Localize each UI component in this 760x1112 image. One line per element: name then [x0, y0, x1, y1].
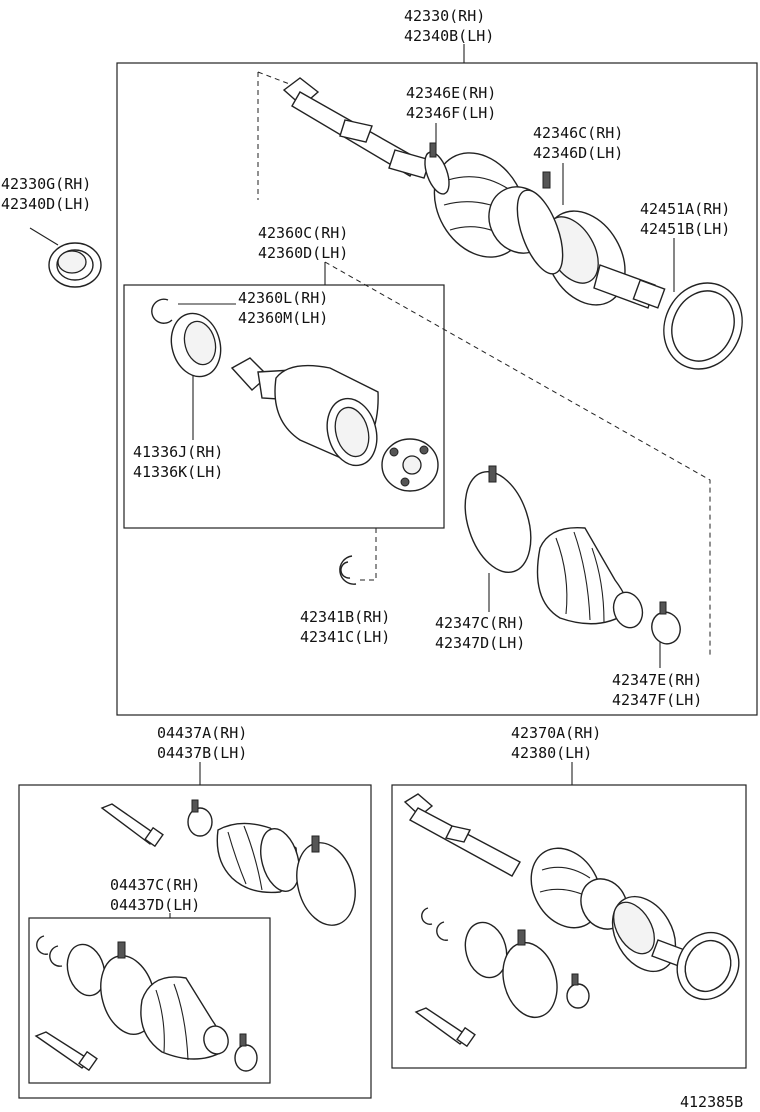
label-shaft-assy-rh: 42330(RH)	[404, 7, 485, 25]
drive-shaft-illustration	[282, 77, 666, 309]
outboard-boot-clamp-large-part	[296, 835, 356, 926]
label-dust-seal-lh: 42340D(LH)	[1, 195, 91, 213]
label-inboard-kit-lh: 04437D(LH)	[110, 896, 200, 914]
snap-ring-part	[151, 298, 173, 324]
label-boot-clamp-small-lh: 42346F(LH)	[406, 104, 496, 122]
label-snap-ring-lh: 42360M(LH)	[238, 309, 328, 327]
kit-snap-rings	[36, 935, 63, 967]
dash-retainer	[356, 528, 377, 581]
boot-clamp-small-part	[424, 142, 450, 195]
label-inboard-kit-rh: 04437C(RH)	[110, 876, 200, 894]
complete-shaft-part	[403, 793, 740, 1001]
grease-tube-upper	[100, 803, 164, 848]
label-deflector-lh: 42451B(LH)	[640, 220, 730, 238]
label-inboard-clamp-large-rh: 42347C(RH)	[435, 614, 525, 632]
main-assembly-frame	[116, 62, 758, 716]
label-dust-seal-rh: 42330G(RH)	[1, 175, 91, 193]
complete-shaft-small-parts	[414, 907, 590, 1048]
inboard-joint-housing-part	[230, 357, 379, 467]
retainer-part	[339, 555, 357, 585]
inboard-joint-frame	[123, 284, 445, 529]
dash-inboard-axis	[324, 261, 711, 655]
label-inboard-seal-rh: 41336J(RH)	[133, 443, 223, 461]
inboard-boot-part	[536, 526, 644, 629]
label-boot-clamp-small-rh: 42346E(RH)	[406, 84, 496, 102]
complete-shaft-frame	[391, 784, 747, 1069]
inboard-boot-clamp-small-part	[651, 601, 681, 645]
boot-clamp-large-part	[516, 171, 564, 275]
label-inboard-seal-lh: 41336K(LH)	[133, 463, 223, 481]
inboard-boot-clamp-large-part	[464, 465, 532, 574]
label-complete-shaft-lh: 42380(LH)	[511, 744, 592, 762]
label-inboard-clamp-large-lh: 42347D(LH)	[435, 634, 525, 652]
outboard-boot-part	[216, 822, 300, 894]
label-boot-clamp-large-rh: 42346C(RH)	[533, 124, 623, 142]
label-complete-shaft-rh: 42370A(RH)	[511, 724, 601, 742]
label-inboard-joint-lh: 42360D(LH)	[258, 244, 348, 262]
label-boot-kit-lh: 04437B(LH)	[157, 744, 247, 762]
outboard-boot-clamp-small-part	[187, 799, 213, 837]
leader-dust-seal	[29, 227, 59, 246]
label-retainer-rh: 42341B(RH)	[300, 608, 390, 626]
label-snap-ring-rh: 42360L(RH)	[238, 289, 328, 307]
inboard-seal-part	[170, 312, 222, 378]
label-inboard-joint-rh: 42360C(RH)	[258, 224, 348, 242]
label-boot-kit-rh: 04437A(RH)	[157, 724, 247, 742]
label-deflector-rh: 42451A(RH)	[640, 200, 730, 218]
diagram-id: 412385B	[680, 1093, 743, 1111]
kit-clamp-large-part	[66, 943, 106, 997]
label-inboard-clamp-small-rh: 42347E(RH)	[612, 671, 702, 689]
kit-inboard-boot-part	[140, 976, 229, 1061]
label-retainer-lh: 42341C(LH)	[300, 628, 390, 646]
tripod-spider-part	[381, 438, 439, 492]
label-inboard-clamp-small-lh: 42347F(LH)	[612, 691, 702, 709]
kit-clamp-small-part	[234, 1033, 258, 1072]
deflector-part	[663, 282, 743, 370]
dust-seal-part	[48, 242, 102, 288]
label-boot-clamp-large-lh: 42346D(LH)	[533, 144, 623, 162]
label-shaft-assy-lh: 42340B(LH)	[404, 27, 494, 45]
inboard-boot-kit-frame	[28, 917, 271, 1084]
boot-kit-frame	[18, 784, 372, 1099]
grease-tube-lower	[34, 1031, 98, 1072]
